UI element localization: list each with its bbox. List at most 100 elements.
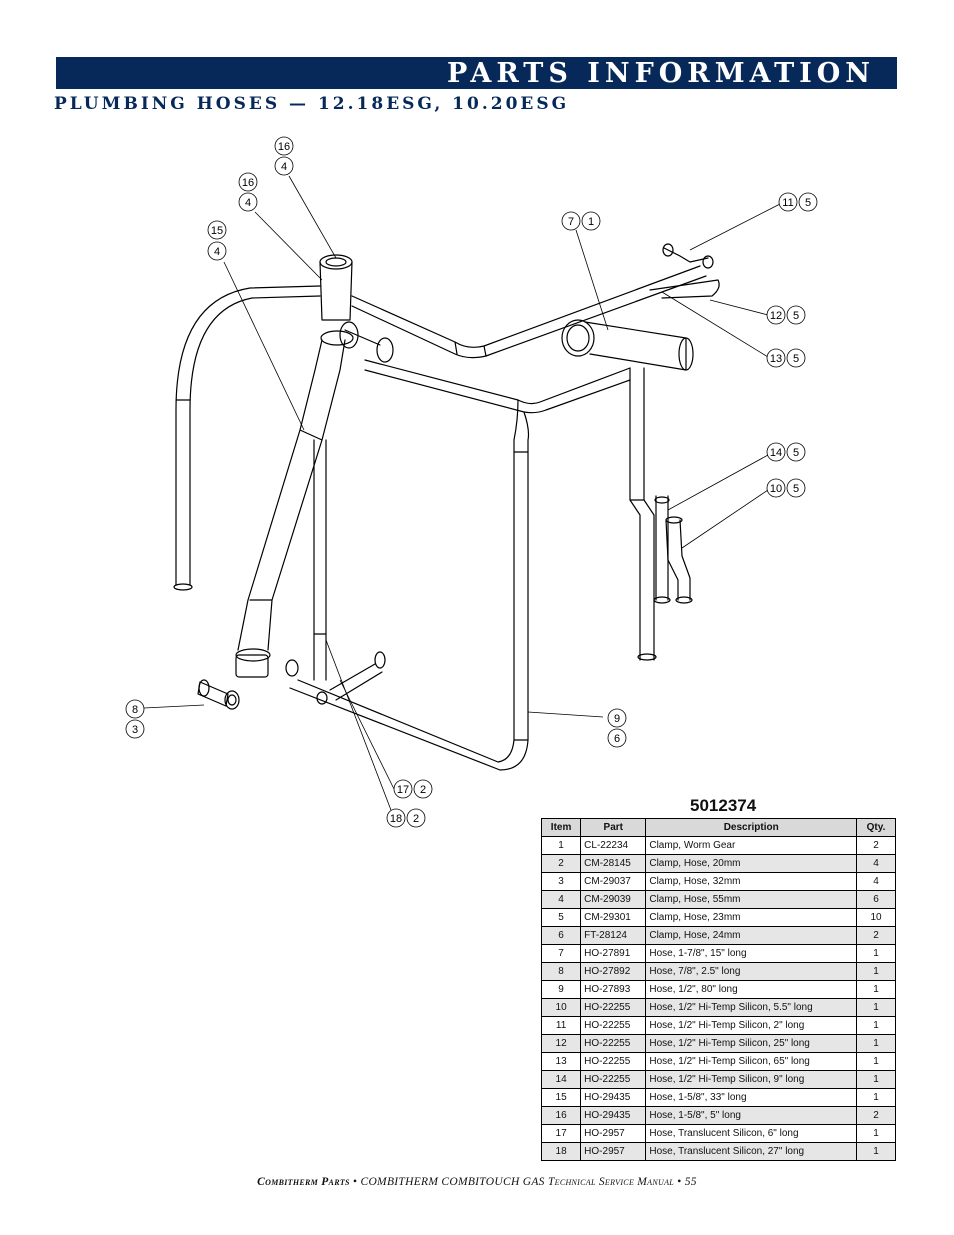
cell-item: 16 (540, 1106, 582, 1125)
cell-qty: 1 (856, 980, 896, 999)
hose-drawing (173, 243, 720, 771)
page-number: 55 (684, 1176, 697, 1188)
callout-10: 10 5 (766, 478, 806, 498)
column-header-part: Part (580, 818, 647, 837)
cell-item: 4 (540, 890, 582, 909)
callout-qty: 4 (281, 161, 287, 173)
footer-model: COMBITHERM COMBITOUCH GAS (360, 1176, 545, 1188)
cell-item: 3 (540, 872, 582, 891)
cell-qty: 6 (856, 890, 896, 909)
cell-qty: 4 (856, 854, 896, 873)
cell-part: HO-27893 (580, 980, 647, 999)
cell-part: CM-29037 (580, 872, 647, 891)
cell-description: Clamp, Hose, 23mm (645, 908, 858, 927)
cell-description: Hose, 1/2", 80" long (645, 980, 858, 999)
callout-item: 10 (770, 483, 782, 495)
cell-description: Hose, 1-5/8", 33" long (645, 1088, 858, 1107)
hose-12-outer (351, 265, 701, 348)
callout-qty: 2 (420, 784, 426, 796)
cell-qty: 1 (856, 1016, 896, 1035)
cell-qty: 1 (856, 1142, 896, 1161)
cell-description: Clamp, Hose, 55mm (645, 890, 858, 909)
cell-part: HO-22255 (580, 1016, 647, 1035)
callout-9: 9 6 (607, 708, 627, 748)
callout-qty: 6 (614, 733, 620, 745)
callout-17: 17 2 (393, 779, 433, 799)
cell-part: CM-28145 (580, 854, 647, 873)
cell-item: 9 (540, 980, 582, 999)
cell-item: 13 (540, 1052, 582, 1071)
column-header-description: Description (645, 818, 858, 837)
cell-item: 10 (540, 998, 582, 1017)
cell-qty: 1 (856, 1034, 896, 1053)
callout-16a: 16 4 (274, 136, 294, 176)
page-title: PARTS INFORMATION (447, 58, 875, 89)
callout-item: 14 (770, 447, 782, 459)
cell-description: Hose, 1-7/8", 15" long (645, 944, 858, 963)
callout-item: 12 (770, 310, 782, 322)
cell-item: 18 (540, 1142, 582, 1161)
cell-qty: 2 (856, 836, 896, 855)
cell-qty: 1 (856, 1070, 896, 1089)
callout-qty: 5 (793, 310, 799, 322)
callout-item: 7 (568, 216, 574, 228)
callout-item: 16 (242, 177, 254, 189)
cell-part: HO-29435 (580, 1106, 647, 1125)
cell-description: Hose, Translucent Silicon, 27" long (645, 1142, 858, 1161)
cell-part: CM-29039 (580, 890, 647, 909)
callout-item: 8 (132, 704, 138, 716)
cell-item: 5 (540, 908, 582, 927)
footer-brand: Combitherm Parts (257, 1176, 350, 1188)
callout-item: 17 (397, 784, 409, 796)
cell-part: CL-22234 (580, 836, 647, 855)
page-footer: Combitherm Parts • COMBITHERM COMBITOUCH… (0, 1176, 954, 1188)
callout-qty: 4 (245, 197, 251, 209)
callout-qty: 4 (214, 246, 220, 258)
callout-18: 18 2 (386, 808, 426, 828)
cell-item: 15 (540, 1088, 582, 1107)
cell-qty: 1 (856, 1052, 896, 1071)
cell-part: HO-22255 (580, 998, 647, 1017)
kit-number: 5012374 (690, 796, 757, 815)
callout-item: 11 (782, 197, 793, 209)
cell-description: Hose, 1-5/8", 5" long (645, 1106, 858, 1125)
callout-15: 15 4 (207, 220, 227, 261)
cell-description: Clamp, Hose, 32mm (645, 872, 858, 891)
cell-item: 17 (540, 1124, 582, 1143)
cell-description: Hose, Translucent Silicon, 6" long (645, 1124, 858, 1143)
leader-lines (143, 175, 781, 819)
cell-part: HO-29435 (580, 1088, 647, 1107)
cell-qty: 2 (856, 926, 896, 945)
cell-part: HO-27891 (580, 944, 647, 963)
cell-description: Hose, 1/2" Hi-Temp Silicon, 25" long (645, 1034, 858, 1053)
cell-qty: 1 (856, 998, 896, 1017)
callout-qty: 5 (793, 447, 799, 459)
cell-item: 6 (540, 926, 582, 945)
cell-description: Clamp, Hose, 24mm (645, 926, 858, 945)
callouts: 16 4 16 4 15 4 7 1 11 5 (125, 136, 818, 828)
cell-part: CM-29301 (580, 908, 647, 927)
cell-qty: 10 (856, 908, 896, 927)
callout-item: 13 (770, 353, 782, 365)
cell-qty: 1 (856, 1088, 896, 1107)
cell-qty: 1 (856, 944, 896, 963)
callout-qty: 5 (793, 353, 799, 365)
cell-item: 11 (540, 1016, 582, 1035)
callout-item: 16 (278, 141, 290, 153)
cell-description: Clamp, Hose, 20mm (645, 854, 858, 873)
table-header-row: Item Part Description Qty. (540, 818, 896, 837)
callout-14: 14 5 (766, 442, 806, 462)
callout-8: 8 3 (125, 699, 145, 739)
